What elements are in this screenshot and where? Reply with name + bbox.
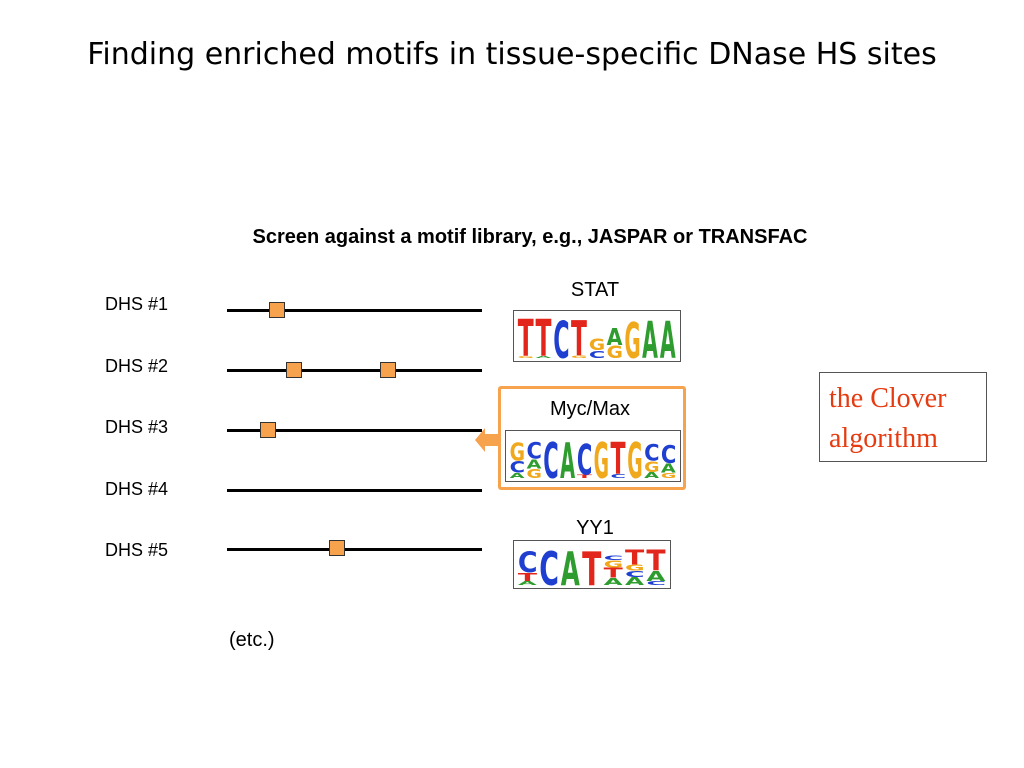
logo-letter-c: C — [526, 439, 541, 465]
logo-letter-c: C — [543, 433, 558, 481]
logo-letter-c: C — [589, 349, 605, 361]
logo-letter-t: T — [646, 545, 666, 578]
logo-letter-a: A — [510, 472, 526, 479]
logo-letter-g: G — [625, 564, 645, 573]
motif-name-stat: STAT — [570, 279, 620, 301]
logo-letter-a: A — [625, 576, 645, 588]
logo-letter-a: A — [646, 569, 666, 584]
dhs-line-3 — [227, 429, 482, 432]
logo-letter-g: G — [589, 336, 605, 354]
logo-letter-c: C — [553, 311, 569, 361]
logo-letter-g: G — [624, 312, 640, 361]
logo-letter-a: A — [560, 432, 575, 481]
logo-letter-a: A — [661, 461, 677, 475]
logo-letter-c: C — [661, 441, 676, 469]
logo-letter-t: T — [535, 311, 551, 361]
logo-letter-t: T — [577, 474, 592, 479]
logo-letter-c: C — [539, 542, 559, 588]
logo-letter-c: C — [510, 459, 525, 477]
clover-algorithm-label: the Clover algorithm — [819, 372, 987, 462]
motif-site-marker — [286, 362, 302, 378]
logo-letter-c: C — [518, 546, 538, 580]
logo-letter-c: C — [610, 473, 625, 479]
dhs-line-5 — [227, 548, 482, 551]
logo-letter-g: G — [607, 343, 623, 361]
logo-letter-t: T — [571, 311, 587, 361]
dhs-label-1: DHS #1 — [105, 294, 169, 314]
slide-title: Finding enriched motifs in tissue-specif… — [87, 37, 937, 72]
dhs-label-5: DHS #5 — [105, 540, 169, 560]
logo-letter-c: C — [625, 570, 645, 579]
logo-letter-c: C — [604, 554, 624, 561]
logo-letter-a: A — [518, 580, 537, 586]
logo-letter-c: C — [577, 435, 592, 481]
left-arrow-icon — [475, 428, 501, 452]
logo-letter-a: A — [526, 457, 542, 471]
logo-letter-g: G — [594, 433, 609, 481]
logo-letter-t: T — [625, 545, 644, 569]
logo-letter-g: G — [526, 466, 541, 481]
logo-letter-a: A — [642, 312, 658, 361]
logo-letter-c: C — [646, 580, 666, 586]
dhs-line-2 — [227, 369, 482, 372]
etc-label: (etc.) — [229, 629, 275, 651]
logo-letter-g: G — [627, 433, 642, 481]
logo-letter-a: A — [604, 577, 624, 588]
logo-letter-t: T — [518, 311, 534, 361]
logo-letter-g: G — [510, 438, 525, 467]
logo-letter-a: A — [561, 541, 580, 588]
dhs-label-2: DHS #2 — [105, 356, 169, 376]
logo-letter-g: G — [661, 472, 676, 480]
logo-letter-g: G — [571, 355, 587, 359]
logo-letter-a: A — [660, 312, 676, 361]
logo-letter-g: G — [518, 356, 534, 359]
motif-site-marker — [269, 302, 285, 318]
motif-name-myc-max: Myc/Max — [550, 398, 630, 420]
motif-site-marker — [260, 422, 276, 438]
logo-letter-t: T — [610, 435, 625, 481]
logo-letter-a: A — [607, 325, 623, 352]
logo-letter-g: G — [644, 458, 659, 475]
motif-site-marker — [329, 540, 345, 556]
logo-letter-c: C — [644, 441, 659, 467]
logo-letter-t: T — [518, 572, 538, 584]
logo-letter-a: A — [644, 471, 660, 480]
logo-letter-a: A — [535, 356, 552, 358]
dhs-line-1 — [227, 309, 482, 312]
dhs-line-4 — [227, 489, 482, 492]
motif-name-yy1: YY1 — [576, 517, 614, 539]
logo-letter-t: T — [604, 566, 623, 581]
motif-site-marker — [380, 362, 396, 378]
logo-letter-g: G — [604, 559, 624, 570]
subtitle: Screen against a motif library, e.g., JA… — [252, 226, 808, 248]
dhs-label-4: DHS #4 — [105, 479, 169, 499]
dhs-label-3: DHS #3 — [105, 417, 169, 437]
logo-letter-t: T — [582, 543, 602, 588]
